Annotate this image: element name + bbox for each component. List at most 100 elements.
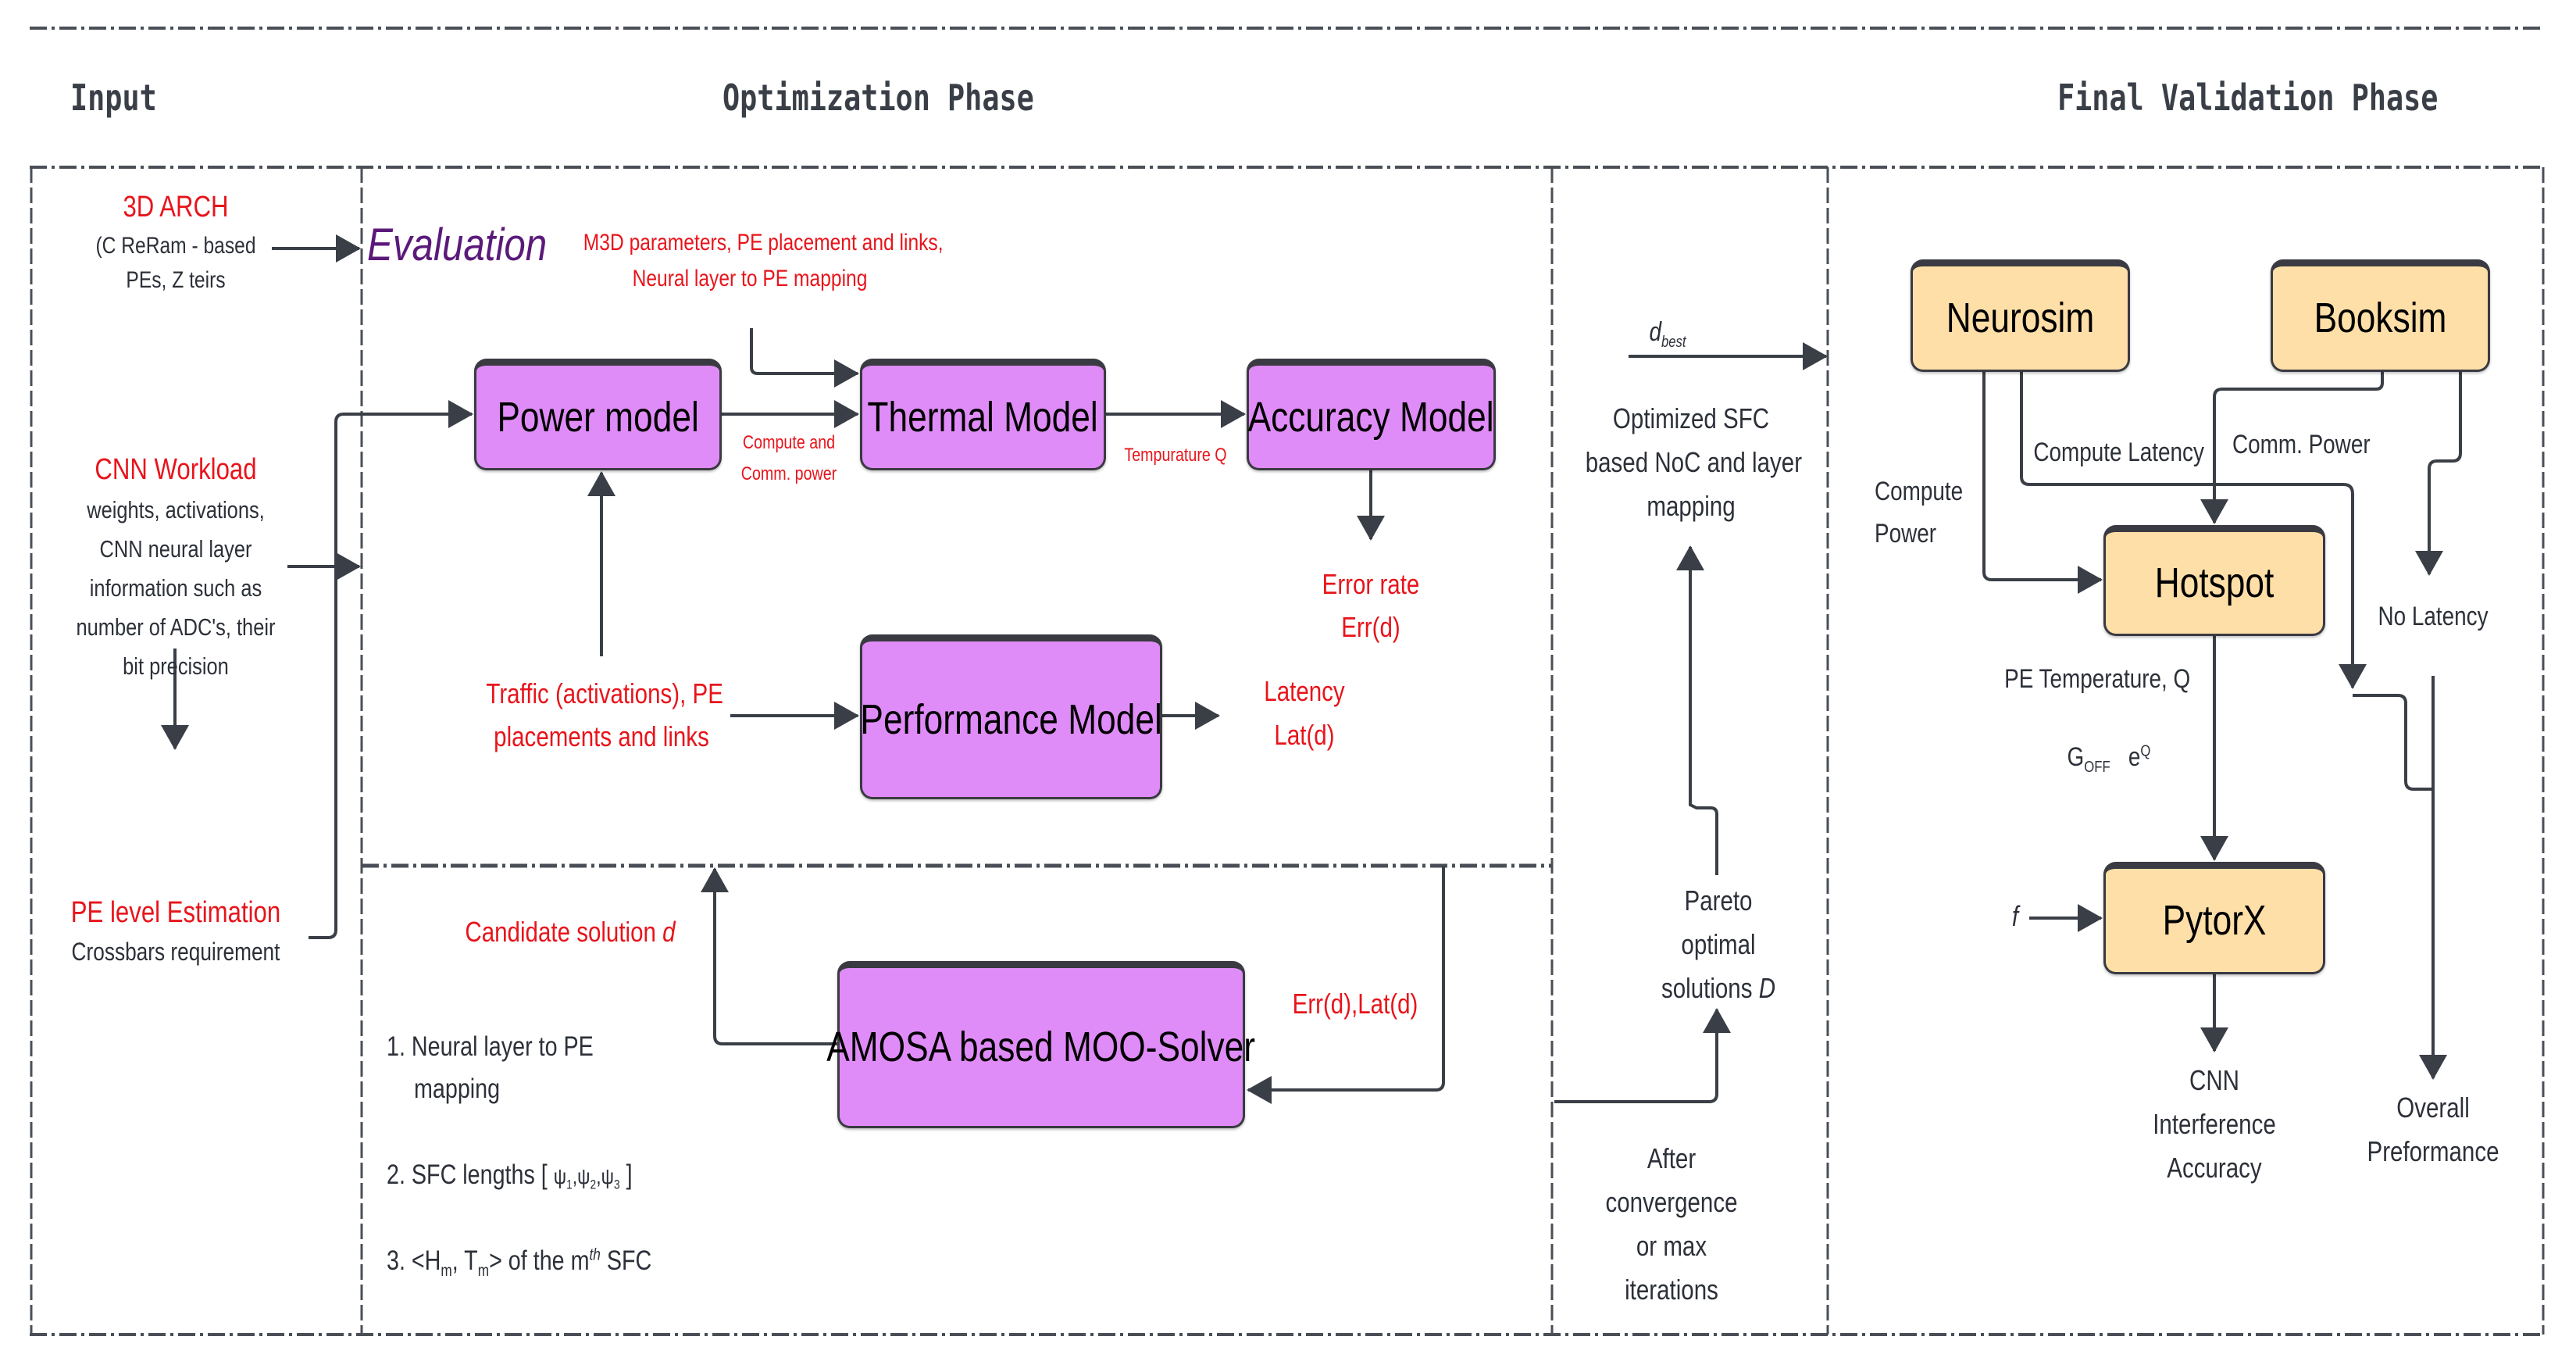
dbest-sub: best — [1661, 333, 1686, 351]
candidate-solution-label: Candidate solution d — [462, 914, 680, 949]
solver-item-2-prefix: 2. SFC lengths [ — [387, 1160, 548, 1190]
goff-main: G — [2067, 742, 2085, 772]
latency-label-line1: Latency — [1264, 675, 1345, 707]
item3-sup: th — [589, 1245, 601, 1264]
after-line: or max — [1636, 1230, 1707, 1262]
neurosim-label: Neurosim — [1946, 295, 2095, 341]
eq-sup: Q — [2140, 742, 2151, 760]
psi-symbol: ψ — [577, 1164, 590, 1188]
arrow-booksim-no-latency — [2415, 372, 2462, 576]
accuracy-model-box: Accuracy Model — [1247, 359, 1496, 470]
item3-mid2: > of the m — [489, 1245, 590, 1276]
workload-desc-line: weights, activations, — [87, 496, 265, 523]
pe-estimation-title: PE level Estimation — [70, 896, 281, 929]
booksim-box: Booksim — [2271, 259, 2490, 372]
cnn-accuracy-line: Interference — [2153, 1108, 2276, 1140]
arrow-params-to-thermal — [750, 328, 859, 388]
header-optimization-phase: Optimization Phase — [722, 77, 1034, 119]
error-rate-label-line2: Err(d) — [1341, 611, 1400, 643]
amosa-solver-label: AMOSA based MOO-Solver — [826, 1024, 1256, 1070]
after-convergence-label: After convergence or max iterations — [1595, 1137, 1749, 1312]
arch-desc-line1: (C ReRam - based — [95, 233, 256, 259]
f-input-label: f — [2011, 900, 2019, 932]
neurosim-box: Neurosim — [1911, 259, 2130, 372]
goff-eq-label: GOFF eQ — [2057, 741, 2160, 777]
pareto-var: D — [1758, 972, 1776, 1004]
error-rate-label-line1: Error rate — [1322, 568, 1420, 600]
optimized-mapping-label: Optimized SFC based NoC and layer mappin… — [1585, 397, 1803, 528]
amosa-solver-box: AMOSA based MOO-Solver — [827, 961, 1255, 1128]
evaluation-title: Evaluation — [367, 220, 548, 270]
performance-model-box: Performance Model — [860, 634, 1162, 799]
dbest-label: dbest — [1642, 316, 1693, 352]
pe-temperature-label: PE Temperature, Q — [2004, 664, 2191, 694]
latency-label-line2: Lat(d) — [1274, 719, 1335, 751]
cnn-accuracy-line: Accuracy — [2167, 1152, 2262, 1184]
compute-power-label-line2: Power — [1875, 519, 1937, 549]
solver-item-1a: 1. Neural layer to PE — [387, 1031, 594, 1062]
header-final-validation-phase: Final Validation Phase — [2057, 77, 2439, 119]
overall-performance-label: Overall Preformance — [2360, 1086, 2507, 1174]
workload-desc-line: CNN neural layer — [99, 535, 252, 563]
goff-sub: OFF — [2084, 758, 2110, 776]
thermal-model-label: Thermal Model — [867, 393, 1099, 441]
traffic-label-line2: placements and links — [494, 720, 709, 752]
optimized-line: based NoC and layer — [1585, 446, 1803, 478]
accuracy-model-label: Accuracy Model — [1247, 393, 1495, 441]
compute-comm-label-line1: Compute and — [742, 432, 836, 453]
power-model-label: Power model — [497, 393, 699, 441]
psi-sub: 2 — [590, 1177, 597, 1192]
solver-item-1b: mapping — [414, 1074, 501, 1104]
solver-item-2-suffix: ] — [626, 1160, 633, 1190]
hotspot-box: Hotspot — [2103, 525, 2325, 636]
item3-suffix: SFC — [600, 1245, 652, 1276]
compute-power-label-line1: Compute — [1875, 477, 1964, 506]
workload-desc: weights, activations, CNN neural layer i… — [70, 491, 282, 686]
thermal-model-box: Thermal Model — [860, 359, 1106, 470]
overall-line: Preformance — [2367, 1135, 2499, 1167]
after-line: convergence — [1605, 1186, 1738, 1218]
eq-main: e — [2128, 742, 2141, 772]
arrow-comm-power-to-hotspot — [2200, 372, 2384, 524]
pytorx-label: PytorX — [2162, 897, 2267, 944]
item3-prefix: 3. <H — [387, 1245, 441, 1276]
arrow-feedback-to-amosa — [1247, 866, 1445, 1104]
compute-comm-label-line2: Comm. power — [740, 463, 837, 484]
candidate-solution-text: Candidate solution — [465, 916, 656, 948]
solver-item-3: 3. <Hm, Tm> of the mth SFC — [387, 1244, 651, 1281]
workload-title: CNN Workload — [95, 453, 257, 486]
pareto-line: Pareto — [1684, 884, 1753, 917]
evaluation-params-line2: Neural layer to PE mapping — [632, 266, 868, 291]
pareto-label: Pareto optimal solutions D — [1642, 879, 1796, 1010]
pareto-line: optimal — [1681, 928, 1756, 960]
arrow-pe-to-power — [309, 400, 473, 939]
arrow-pareto-to-optimized — [1676, 545, 1718, 875]
solver-item-2: 2. SFC lengths [ ψ1,ψ2,ψ3 ] — [387, 1158, 633, 1194]
arch-title: 3D ARCH — [123, 191, 229, 223]
comm-power-label: Comm. Power — [2232, 430, 2371, 459]
cnn-accuracy-line: CNN — [2189, 1064, 2239, 1096]
workload-desc-line: bit precision — [123, 652, 229, 680]
pareto-line: solutions D — [1642, 967, 1796, 1010]
after-line: iterations — [1625, 1274, 1718, 1306]
item3-mid: , T — [451, 1245, 478, 1276]
after-line: After — [1647, 1142, 1697, 1174]
hotspot-label: Hotspot — [2154, 559, 2275, 606]
candidate-solution-var: d — [662, 916, 676, 948]
workload-desc-line: number of ADC's, their — [76, 613, 276, 641]
workload-desc-line: information such as — [89, 574, 262, 602]
arrow-to-pareto — [1554, 1008, 1731, 1103]
dbest-main: d — [1649, 317, 1661, 347]
performance-model-label: Performance Model — [860, 695, 1162, 743]
pe-estimation-desc: Crossbars requirement — [71, 938, 280, 966]
header-input: Input — [70, 77, 157, 119]
pareto-solutions: solutions — [1661, 972, 1753, 1004]
err-lat-label: Err(d),Lat(d) — [1292, 988, 1418, 1020]
optimized-line: mapping — [1647, 490, 1736, 522]
booksim-label: Booksim — [2314, 295, 2447, 341]
traffic-label-line1: Traffic (activations), PE — [486, 677, 723, 709]
psi-vector: ψ1,ψ2,ψ3 — [553, 1164, 620, 1192]
compute-latency-label: Compute Latency — [2033, 438, 2204, 467]
psi-symbol: ψ — [553, 1164, 567, 1188]
